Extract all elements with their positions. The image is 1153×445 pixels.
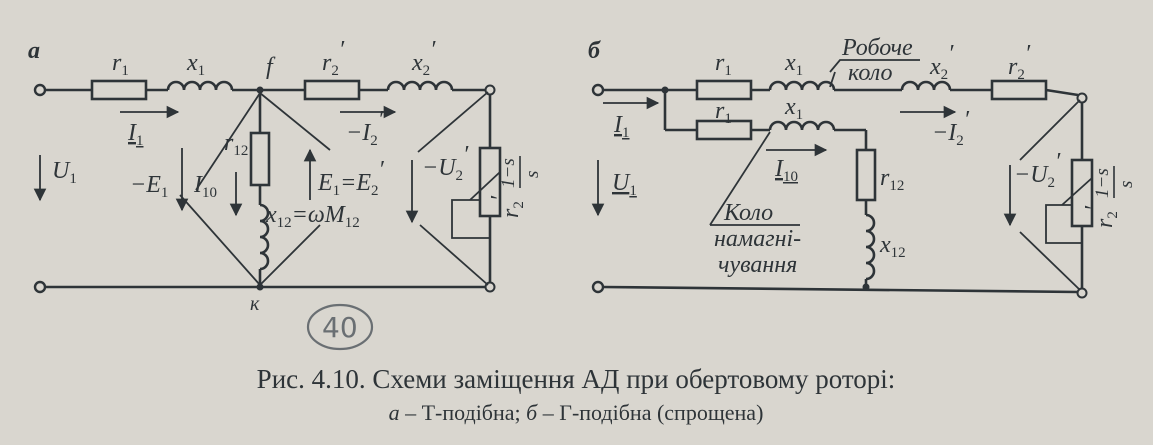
label-node-f: f: [266, 54, 276, 80]
label-load-b: r2′ 1−s s: [1081, 166, 1137, 228]
page-number: 40: [322, 311, 358, 344]
label-load-a: r2′ 1−s s: [487, 156, 543, 218]
panel-label-a: а: [28, 38, 40, 64]
label-r12-a: r12: [224, 130, 248, 159]
label-r1-top-b: r1: [715, 50, 732, 79]
label-x12-a: x12=ωM12: [265, 202, 360, 231]
guide-line-b2: [1019, 231, 1081, 291]
schema-a: а: [28, 37, 543, 315]
label-x12-b: x12: [879, 232, 906, 261]
resistor-r12-b: [855, 148, 877, 202]
guide-line-a2: [179, 194, 261, 286]
label-r2-b: r2′: [1008, 41, 1031, 83]
inductor-x1-mid-b: [768, 120, 836, 131]
label-mag-circuit-2: намагні-: [714, 226, 801, 252]
terminal-b-right-bottom: [1076, 287, 1088, 299]
svg-text:s: s: [1116, 181, 1137, 188]
label-mag-circuit-1: Коло: [723, 200, 773, 226]
guide-line-b1: [1019, 99, 1081, 161]
svg-text:r2′: r2′: [1081, 205, 1121, 228]
inductor-x1-a: [166, 80, 234, 91]
label-r1-a: r1: [112, 50, 129, 79]
guide-line-a6: [419, 224, 489, 286]
resistor-r2-b: [990, 79, 1048, 101]
label-r1-mid-b: r1: [715, 98, 732, 127]
resistor-r1-a: [90, 79, 148, 101]
label-i1-a: I1: [127, 120, 144, 149]
label-x1-a: x1: [186, 50, 205, 79]
panel-label-b: б: [588, 38, 601, 64]
guide-line-a3: [259, 92, 331, 151]
terminal-b-top: [591, 83, 605, 97]
label-x2-b: x2′: [929, 41, 954, 83]
page-number-stamp: 40: [306, 303, 374, 351]
label-e1-a: −E1: [130, 172, 168, 201]
label-u1-b: U1: [612, 170, 637, 199]
label-i1-b: I1: [613, 112, 630, 141]
resistor-r2-a: [303, 79, 361, 101]
label-x1-top-b: x1: [784, 50, 803, 79]
svg-text:s: s: [522, 171, 543, 178]
label-u2-b: −U2′: [1014, 149, 1061, 191]
terminal-a-bottom: [33, 280, 47, 294]
label-u2-a: −U2′: [422, 142, 469, 184]
inductor-x12-b: [865, 213, 876, 281]
label-x1-mid-b: x1: [784, 94, 803, 123]
label-r2-a: r2′: [322, 37, 345, 79]
label-i10-b: I10: [774, 156, 798, 185]
guide-line-a1: [195, 92, 261, 191]
resistor-r12-a: [249, 131, 271, 187]
label-node-k: к: [250, 293, 260, 315]
inductor-x1-top-b: [768, 80, 836, 91]
inductor-x12-a: [259, 203, 270, 271]
label-work-circuit-1: Робоче: [841, 35, 913, 61]
label-u1-a: U1: [52, 158, 77, 187]
label-work-circuit-2: коло: [848, 60, 892, 86]
terminal-b-bottom: [591, 280, 605, 294]
guide-line-b3: [709, 131, 771, 226]
guide-line-a5: [417, 91, 489, 153]
guide-line-a4: [259, 224, 321, 286]
label-i2-b: −I2′: [932, 107, 970, 149]
label-r12-b: r12: [880, 165, 904, 194]
label-i10-a: I10: [193, 172, 217, 201]
figure-caption-line2: а – Т-подібна; б – Г-подібна (спрощена): [389, 400, 764, 425]
label-mag-circuit-3: чування: [718, 252, 797, 278]
svg-text:1−s: 1−s: [498, 158, 519, 188]
inductor-x2-a: [386, 80, 454, 91]
schema-b: б: [588, 35, 1137, 299]
svg-text:1−s: 1−s: [1092, 168, 1113, 198]
figure-caption-line1: Рис. 4.10. Схеми заміщення АД при оберто…: [257, 364, 896, 394]
svg-text:r2′: r2′: [487, 195, 527, 218]
resistor-r1-top-b: [695, 79, 753, 101]
label-e-equal: E1=E2′: [317, 157, 385, 199]
guide-line-b5: [829, 59, 920, 73]
label-i2-a: −I2′: [346, 107, 384, 149]
inductor-x2-b: [900, 80, 952, 91]
label-x2-a: x2′: [411, 37, 436, 79]
terminal-a-top: [33, 83, 47, 97]
